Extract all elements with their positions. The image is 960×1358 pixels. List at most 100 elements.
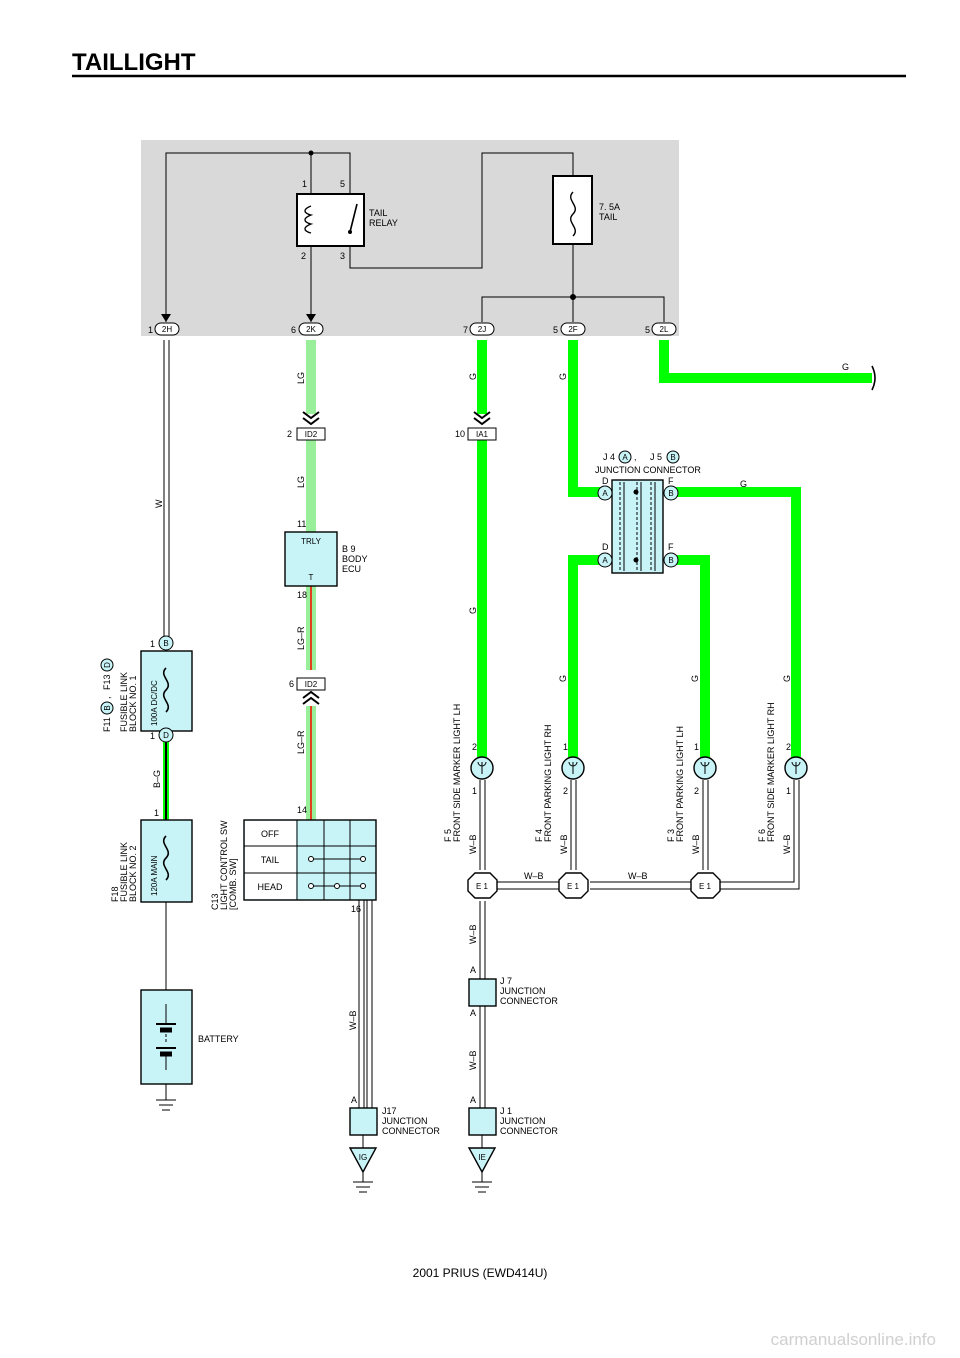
svg-text:FUSIBLE LINK: FUSIBLE LINK bbox=[119, 672, 129, 732]
svg-text:J 1: J 1 bbox=[500, 1106, 512, 1116]
lamp-f5: 2 1 F 5 FRONT SIDE MARKER LIGHT LH W–B bbox=[443, 704, 494, 854]
switch-row-tail: TAIL bbox=[261, 855, 279, 865]
ecu-label-2: ECU bbox=[342, 564, 361, 574]
svg-text:1: 1 bbox=[786, 786, 791, 796]
svg-text:A: A bbox=[602, 556, 608, 565]
svg-text:A: A bbox=[470, 965, 476, 975]
svg-text:2: 2 bbox=[694, 786, 699, 796]
svg-text:1: 1 bbox=[148, 325, 153, 335]
wire-w bbox=[163, 340, 170, 636]
wire-label-g-4: G bbox=[558, 675, 568, 682]
jb-pin-2j: 7 2J bbox=[463, 322, 495, 336]
wire-g-2l bbox=[659, 340, 872, 383]
relay-pin-5: 5 bbox=[340, 179, 345, 189]
svg-text:CONNECTOR: CONNECTOR bbox=[500, 1126, 558, 1136]
svg-text:6: 6 bbox=[291, 325, 296, 335]
svg-text:[COMB. SW]: [COMB. SW] bbox=[228, 859, 238, 911]
footer-model: 2001 PRIUS (EWD414U) bbox=[413, 1266, 548, 1280]
svg-text:E 1: E 1 bbox=[699, 882, 712, 891]
fusible-link-icon bbox=[162, 667, 170, 713]
svg-text:CONNECTOR: CONNECTOR bbox=[500, 996, 558, 1006]
svg-text:F11: F11 bbox=[102, 717, 112, 732]
fusible-link-icon bbox=[162, 835, 170, 881]
fuse-icon bbox=[570, 191, 576, 237]
jb-pin-2l: 5 2L bbox=[645, 322, 677, 336]
svg-text:FRONT PARKING LIGHT LH: FRONT PARKING LIGHT LH bbox=[675, 726, 685, 842]
svg-text:5: 5 bbox=[645, 325, 650, 335]
watermark: carmanualsonline.info bbox=[771, 1330, 936, 1349]
svg-text:B: B bbox=[668, 556, 673, 565]
svg-text:F18: F18 bbox=[110, 886, 120, 902]
junction-connector-j4-j5: J 4 A , J 5 B JUNCTION CONNECTOR D F A B… bbox=[595, 450, 701, 574]
relay-label-2: RELAY bbox=[369, 218, 398, 228]
svg-text:1: 1 bbox=[563, 742, 568, 752]
svg-text:ID2: ID2 bbox=[305, 680, 318, 689]
switch-row-off: OFF bbox=[261, 829, 279, 839]
ground-point-ie bbox=[467, 1147, 497, 1174]
svg-text:BLOCK NO. 1: BLOCK NO. 1 bbox=[128, 675, 138, 732]
relay-pin-3: 3 bbox=[340, 251, 345, 261]
svg-text:F 3: F 3 bbox=[666, 829, 676, 842]
junction-connector-j1: A J 1 JUNCTION CONNECTOR IE bbox=[467, 1095, 558, 1193]
svg-text:7: 7 bbox=[463, 325, 468, 335]
svg-text:2: 2 bbox=[786, 742, 791, 752]
svg-text:JUNCTION: JUNCTION bbox=[500, 1116, 546, 1126]
svg-text:16: 16 bbox=[351, 904, 361, 914]
svg-text:1: 1 bbox=[150, 731, 155, 741]
svg-text:F: F bbox=[668, 476, 674, 486]
svg-text:,: , bbox=[634, 452, 637, 462]
svg-text:A: A bbox=[470, 1008, 476, 1018]
svg-text:F 6: F 6 bbox=[757, 829, 767, 842]
bulb-icon bbox=[791, 761, 801, 774]
wire-label-lg-1: LG bbox=[296, 372, 306, 384]
svg-text:B: B bbox=[163, 639, 168, 648]
svg-text:2: 2 bbox=[563, 786, 568, 796]
wire-label-lgr-1: LG–R bbox=[296, 626, 306, 650]
svg-text:2: 2 bbox=[287, 429, 292, 439]
wire-label-wb-h1: W–B bbox=[524, 871, 544, 881]
svg-text:F 4: F 4 bbox=[534, 829, 544, 842]
svg-text:B: B bbox=[670, 453, 675, 462]
wire-label-g-5: G bbox=[690, 675, 700, 682]
arrow-icon bbox=[306, 314, 316, 322]
fusible-link-block-2: 1 120A MAIN F18 FUSIBLE LINK BLOCK NO. 2 bbox=[110, 808, 193, 903]
battery: BATTERY bbox=[140, 989, 239, 1085]
tail-fuse: 7. 5A TAIL bbox=[552, 175, 620, 245]
wire-label-g-7: G bbox=[740, 479, 747, 489]
svg-text:F13: F13 bbox=[102, 674, 112, 690]
svg-text:IG: IG bbox=[359, 1153, 367, 1162]
svg-text:W–B: W–B bbox=[559, 834, 569, 854]
ecu-label-1: BODY bbox=[342, 554, 368, 564]
svg-text:,: , bbox=[102, 696, 112, 699]
body-ecu: 11 TRLY T 18 B 9 BODY ECU bbox=[284, 519, 368, 600]
svg-text:14: 14 bbox=[297, 805, 307, 815]
svg-text:D: D bbox=[602, 542, 609, 552]
wire-label-wb-h2: W–B bbox=[628, 871, 648, 881]
relay-pin-1: 1 bbox=[302, 179, 307, 189]
svg-text:2H: 2H bbox=[162, 325, 172, 334]
wire-label-g-6: G bbox=[782, 675, 792, 682]
svg-text:ID2: ID2 bbox=[305, 430, 318, 439]
wire-label-g-2l: G bbox=[842, 362, 849, 372]
svg-text:J 7: J 7 bbox=[500, 976, 512, 986]
svg-text:C13: C13 bbox=[210, 893, 220, 910]
svg-text:D: D bbox=[163, 731, 169, 740]
wire-label-lgr-2: LG–R bbox=[296, 730, 306, 754]
wire-label-bg: B–G bbox=[152, 770, 162, 788]
svg-text:E 1: E 1 bbox=[567, 882, 580, 891]
switch-contact-icon bbox=[349, 203, 358, 233]
svg-text:FRONT SIDE MARKER LIGHT RH: FRONT SIDE MARKER LIGHT RH bbox=[766, 702, 776, 842]
svg-text:1: 1 bbox=[150, 639, 155, 649]
wire-label-wb-v1: W–B bbox=[468, 924, 478, 944]
relay-label-1: TAIL bbox=[369, 208, 387, 218]
connector-ia1: 10 IA1 bbox=[455, 411, 497, 441]
svg-text:B: B bbox=[103, 705, 112, 710]
svg-text:B: B bbox=[668, 489, 673, 498]
svg-text:JUNCTION: JUNCTION bbox=[382, 1116, 428, 1126]
wire-label-g-1: G bbox=[468, 373, 478, 380]
svg-text:FRONT SIDE MARKER LIGHT LH: FRONT SIDE MARKER LIGHT LH bbox=[452, 704, 462, 842]
lamp-f4: 1 2 F 4 FRONT PARKING LIGHT RH W–B bbox=[534, 724, 585, 854]
light-control-switch: 14 OFF TAIL HEAD 16 C13 LIGHT CONTROL SW… bbox=[210, 805, 377, 914]
svg-text:120A MAIN: 120A MAIN bbox=[150, 855, 159, 896]
